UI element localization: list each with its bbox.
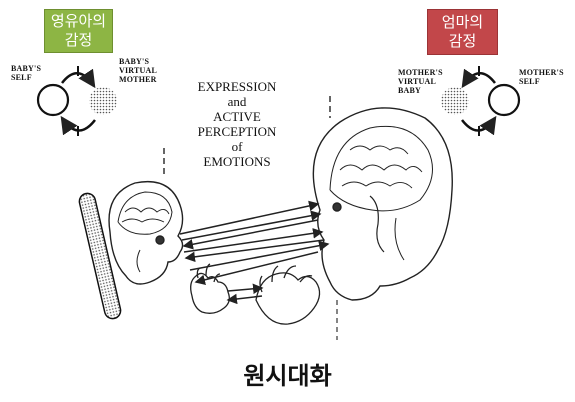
- center-heading: EXPRESSION and ACTIVE PERCEPTION of EMOT…: [186, 79, 288, 169]
- center-line-5: of: [231, 139, 243, 154]
- center-line-1: EXPRESSION: [197, 79, 277, 94]
- caption: 원시대화: [243, 362, 332, 390]
- mothers-virtual-baby-label: MOTHER'S VIRTUAL BABY: [398, 68, 443, 95]
- mother-emotion-line-2: 감정: [448, 32, 477, 50]
- baby-cycle-diagram: [36, 66, 117, 136]
- center-line-6: EMOTIONS: [203, 154, 271, 169]
- mothers-virtual-baby-circle: [441, 87, 469, 115]
- bvm-line-3: MOTHER: [119, 75, 157, 84]
- mother-emotion-line-1: 엄마의: [441, 13, 484, 31]
- mother-emotion-label: 엄마의 감정: [427, 9, 498, 55]
- center-line-4: PERCEPTION: [197, 124, 277, 139]
- mvb-line-1: MOTHER'S: [398, 68, 443, 77]
- mothers-self-circle: [487, 83, 521, 117]
- babys-self-line-2: SELF: [11, 73, 32, 82]
- center-line-2: and: [227, 94, 247, 109]
- babys-self-line-1: BABY'S: [11, 64, 42, 73]
- baby-emotion-line-1: 영유아의: [50, 12, 107, 30]
- baby-virtual-mother-circle: [89, 87, 117, 115]
- cot-bar: [78, 192, 122, 320]
- babys-virtual-mother-label: BABY'S VIRTUAL MOTHER: [119, 57, 157, 84]
- baby-emotion-line-2: 감정: [64, 31, 93, 49]
- mothers-self-line-2: SELF: [519, 77, 540, 86]
- center-line-3: ACTIVE: [213, 109, 261, 124]
- mothers-self-label: MOTHER'S SELF: [519, 68, 564, 86]
- mvb-line-3: BABY: [398, 86, 422, 95]
- baby-self-circle: [36, 83, 70, 117]
- interaction-arrows: [179, 200, 330, 305]
- mothers-self-line-1: MOTHER'S: [519, 68, 564, 77]
- mvb-line-2: VIRTUAL: [398, 77, 437, 86]
- babys-self-label: BABY'S SELF: [11, 64, 41, 82]
- bvm-line-2: VIRTUAL: [119, 66, 158, 75]
- hands-drawing: [190, 263, 321, 325]
- baby-head-drawing: [108, 181, 184, 285]
- baby-emotion-label: 영유아의 감정: [44, 9, 113, 53]
- mother-head-drawing: [312, 107, 453, 301]
- mother-cycle-diagram: [441, 66, 521, 136]
- bvm-line-1: BABY'S: [119, 57, 150, 66]
